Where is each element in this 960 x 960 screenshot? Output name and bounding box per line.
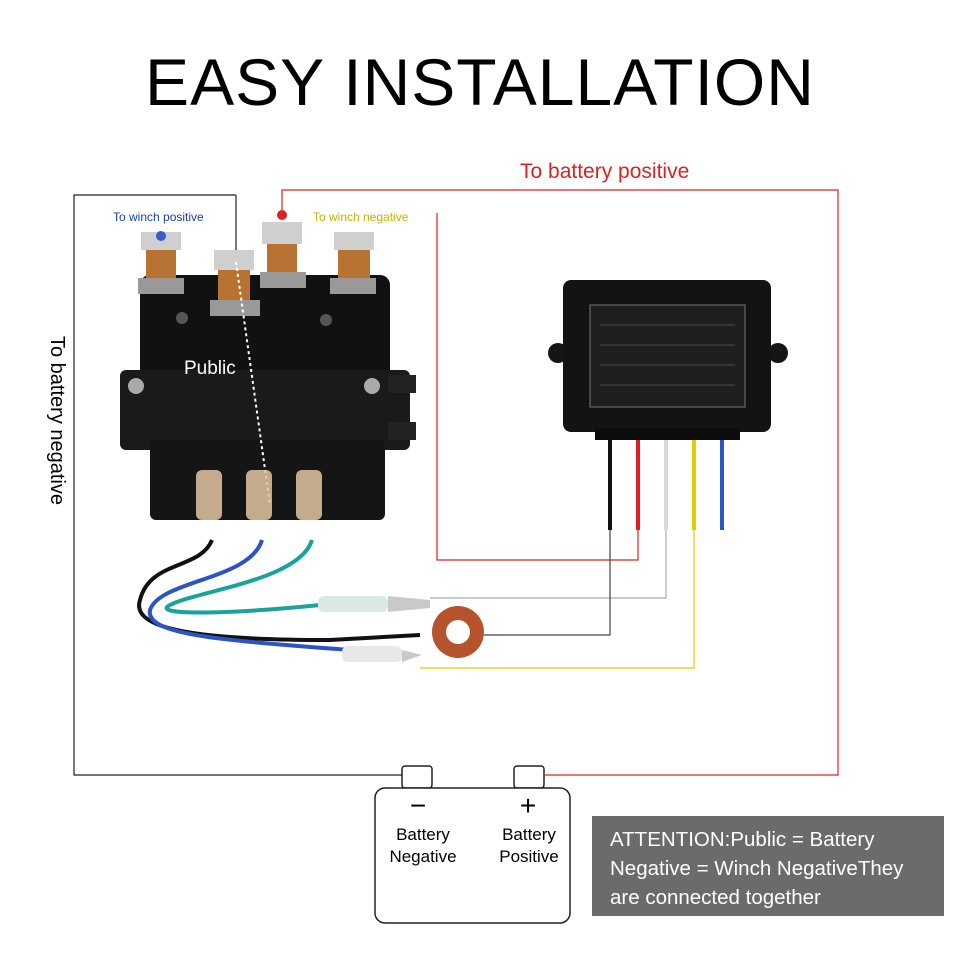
battery-positive-label-line1: Battery	[502, 825, 556, 844]
battery-positive-wire	[281, 189, 839, 776]
battery-positive-wire-label: To battery positive	[520, 160, 690, 183]
terminal-battery-positive	[260, 210, 306, 288]
solenoid-wires	[137, 539, 421, 660]
terminal-winch-positive	[138, 231, 184, 294]
page-title: EASY INSTALLATION	[145, 45, 815, 119]
winch-solenoid	[120, 210, 416, 520]
battery-positive-label: Battery Positive	[484, 824, 574, 868]
wire-terminals	[318, 596, 484, 662]
attention-note: ATTENTION:Public = Battery Negative = Wi…	[592, 816, 944, 916]
attention-line-2: Negative = Winch NegativeThey	[610, 857, 904, 880]
battery-positive-symbol: +	[519, 790, 537, 821]
battery-negative-label-line2: Negative	[389, 847, 457, 866]
battery-negative-wire	[73, 194, 402, 776]
winch-negative-label: To winch negative	[313, 210, 409, 224]
battery-negative-label-line1: Battery	[396, 825, 450, 844]
winch-positive-label: To winch positive	[113, 210, 204, 224]
battery-negative-symbol: −	[409, 790, 427, 821]
battery-negative-label: Battery Negative	[378, 824, 468, 868]
remote-receiver	[548, 280, 788, 440]
attention-line-3: are connected together	[610, 886, 821, 909]
public-terminal-label: Public	[184, 358, 236, 379]
receiver-leads	[608, 440, 724, 530]
attention-line-1: ATTENTION:Public = Battery	[610, 828, 875, 851]
battery-negative-wire-label: To battery negative	[46, 336, 68, 505]
battery-positive-label-line2: Positive	[499, 847, 559, 866]
terminal-winch-negative	[330, 232, 376, 294]
connection-lines	[420, 213, 695, 669]
battery	[374, 765, 571, 924]
terminal-public	[210, 250, 260, 316]
